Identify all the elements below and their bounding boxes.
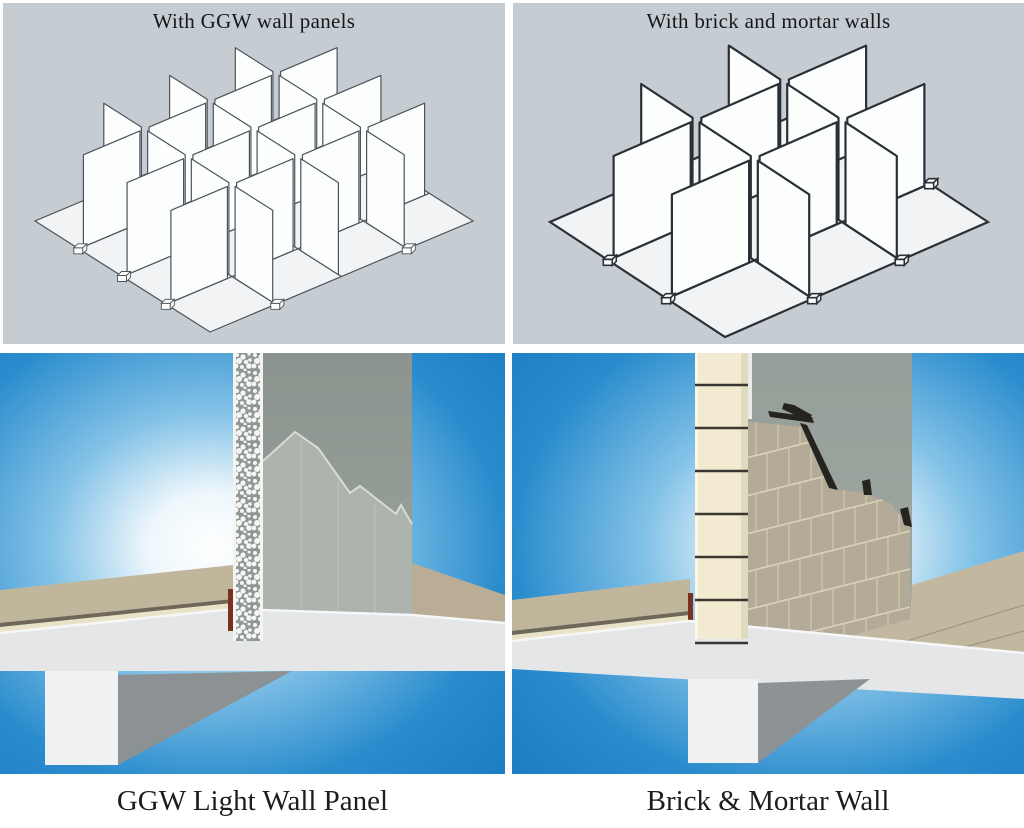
ggw-panel-cross-section [233,353,263,641]
ggw-diagram-title: With GGW wall panels [152,9,356,33]
brick-column-cross-section [695,353,748,645]
beam-front [45,671,118,765]
ggw-wall-panels [82,47,426,303]
brick-render-panel [512,353,1024,774]
left-floor [512,579,690,631]
right-floor [748,551,1024,671]
beam-shadow-side [758,679,870,763]
brick-diagram-title: With brick and mortar walls [646,9,891,33]
brick-caption: Brick & Mortar Wall [646,784,890,817]
panel-joint-lines [300,441,376,627]
ggw-isometric-diagram [33,47,475,333]
floor-edge [0,599,233,627]
floor-fascia [512,615,690,641]
crack-fragments [768,403,912,527]
skirting-strip [228,589,233,631]
beam-front [688,679,758,763]
break-edge-highlight [262,430,413,525]
left-floor [0,565,233,623]
ggw-render [0,353,505,774]
ggw-caption: GGW Light Wall Panel [116,784,389,817]
floor-fascia [0,603,233,633]
beam-shadow-side [118,671,292,765]
wall-edge-strip [748,353,752,419]
right-floor [412,563,505,631]
floor-edge [512,611,690,635]
slab-top-highlight [0,607,505,635]
brick-isometric-diagram [547,44,991,339]
brick-isometric-panel: With brick and mortar walls [513,3,1024,344]
block-wall [742,421,910,665]
brick-render [512,353,1024,774]
ggw-render-panel [0,353,505,774]
floor-slab [512,621,1024,699]
skirting-strip [688,593,693,633]
brick-footings [601,176,940,306]
ggw-footings [72,242,417,311]
ggw-isometric-panel: With GGW wall panels [3,3,505,344]
slab-top-highlight [512,619,1024,655]
brick-wall-panels [612,44,926,298]
